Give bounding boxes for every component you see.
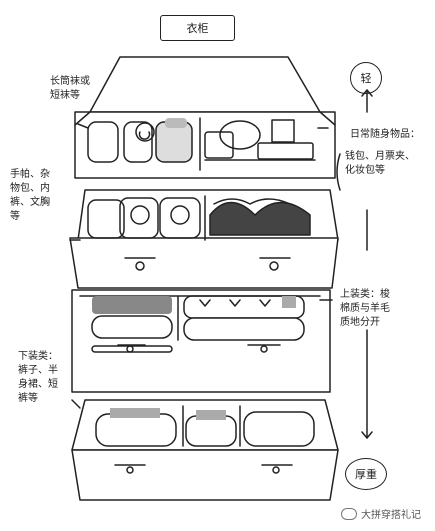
socks-left (87, 118, 193, 163)
arrow-down-icon (361, 329, 373, 439)
label-daily-items-sub: 钱包、月票夹、 化妆包等 (345, 151, 415, 176)
scale-light-label: 轻 (350, 62, 382, 94)
wechat-icon (341, 507, 357, 520)
label-daily-items: 日常随身物品： (350, 129, 420, 140)
drawer-3[interactable] (71, 289, 331, 393)
scale-heavy-label: 厚重 (345, 458, 387, 490)
label-socks: 长筒袜或 短袜等 (50, 76, 90, 101)
label-bottoms: 下装类： 裤子、半 身裙、短 裤等 (18, 351, 58, 404)
label-handkerchief: 手帕、杂 物包、内 裤、文胸 等 (10, 169, 50, 222)
drawer-4[interactable] (71, 399, 339, 501)
drawer-1[interactable] (74, 56, 336, 179)
label-tops: 上装类：梭 棉质与羊毛 质地分开 (340, 289, 390, 328)
drawer-2[interactable] (69, 189, 339, 289)
daily-items-right (204, 119, 316, 161)
watermark: 大拼穿搭礼记 (341, 506, 421, 521)
wardrobe-title: 衣柜 (160, 15, 235, 41)
